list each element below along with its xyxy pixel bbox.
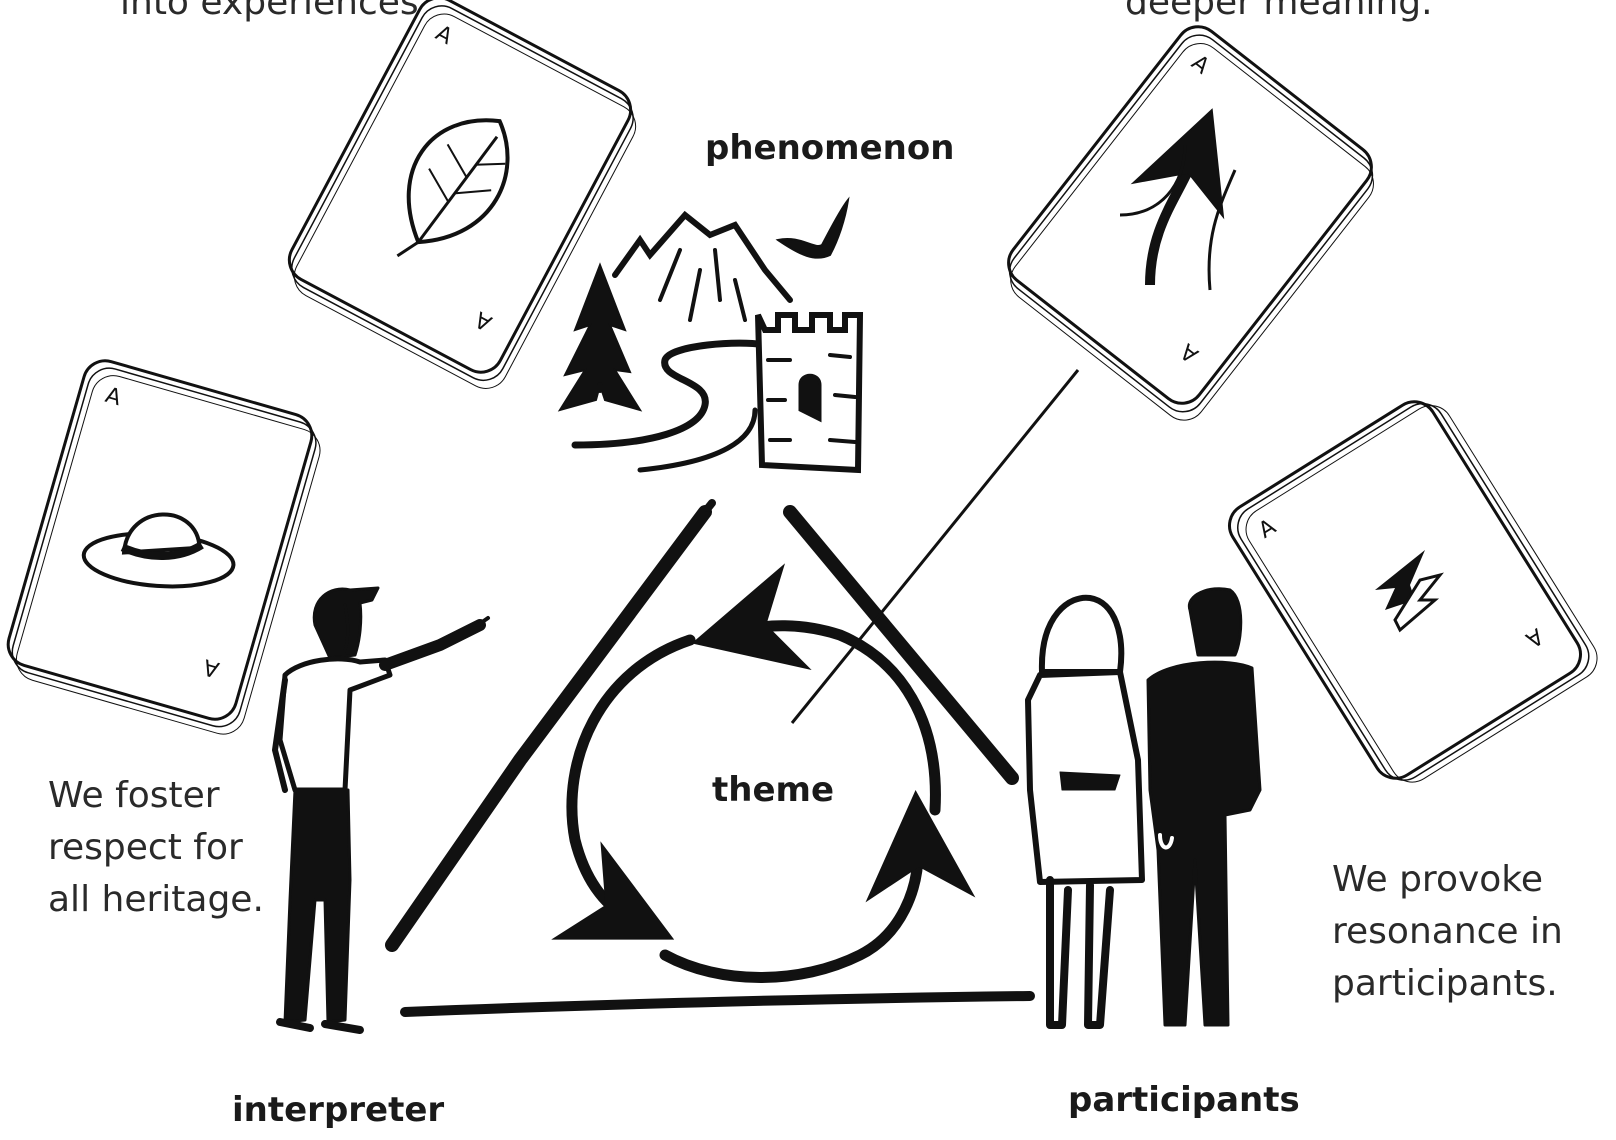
top-left-caption-fragment: into experiences.	[120, 0, 431, 23]
participant-woman-hair	[1038, 594, 1125, 675]
participant-man-body	[1146, 660, 1262, 1027]
river	[571, 339, 769, 449]
interpreter-torso	[277, 656, 393, 793]
svg-text:A: A	[201, 653, 222, 681]
ranger-hat-icon	[81, 512, 236, 589]
participants-figures	[1025, 587, 1262, 1029]
participant-man-head	[1187, 587, 1243, 657]
phenomenon-landscape-illustration	[557, 196, 864, 474]
bird-icon	[775, 196, 850, 259]
caption-right-line-3: participants.	[1332, 963, 1558, 1004]
leaf-icon	[396, 118, 510, 258]
triangle-edges	[385, 499, 1035, 1017]
top-right-caption-fragment: deeper meaning.	[1125, 0, 1433, 23]
label-phenomenon: phenomenon	[705, 128, 955, 168]
edge-interpreter-participants	[400, 991, 1035, 1017]
caption-right: We provoke resonance in participants.	[1332, 854, 1563, 1010]
label-participants: participants	[1068, 1080, 1300, 1120]
exchange-arrows-icon	[1375, 550, 1444, 633]
card-pointer-line	[790, 369, 1080, 724]
mountain-outline	[612, 210, 793, 303]
interpreter-pointing-arm	[379, 619, 486, 671]
interpreter-figure	[272, 586, 490, 1034]
caption-right-line-2: resonance in	[1332, 911, 1563, 952]
castle-tower-icon	[755, 312, 864, 474]
card-leaf: A A	[287, 0, 637, 389]
svg-text:A: A	[102, 383, 123, 411]
rising-arrows-icon	[1119, 108, 1237, 291]
card-exchange-arrows: A A	[1228, 400, 1598, 783]
card-ranger-hat: A A	[6, 359, 321, 735]
caption-left-line-2: respect for	[48, 827, 243, 868]
edge-phenomenon-interpreter	[385, 505, 712, 952]
label-interpreter: interpreter	[232, 1090, 445, 1130]
caption-left: We foster respect for all heritage.	[48, 770, 264, 926]
card-rising-arrows: A A	[1007, 25, 1374, 421]
caption-left-line-1: We foster	[48, 775, 220, 816]
label-theme: theme	[712, 770, 835, 810]
caption-left-line-3: all heritage.	[48, 879, 264, 920]
interpreter-legs	[283, 788, 352, 1024]
edge-phenomenon-participants	[783, 505, 1019, 785]
caption-right-line-1: We provoke	[1332, 859, 1544, 900]
theme-cycle-arrows	[551, 563, 976, 983]
